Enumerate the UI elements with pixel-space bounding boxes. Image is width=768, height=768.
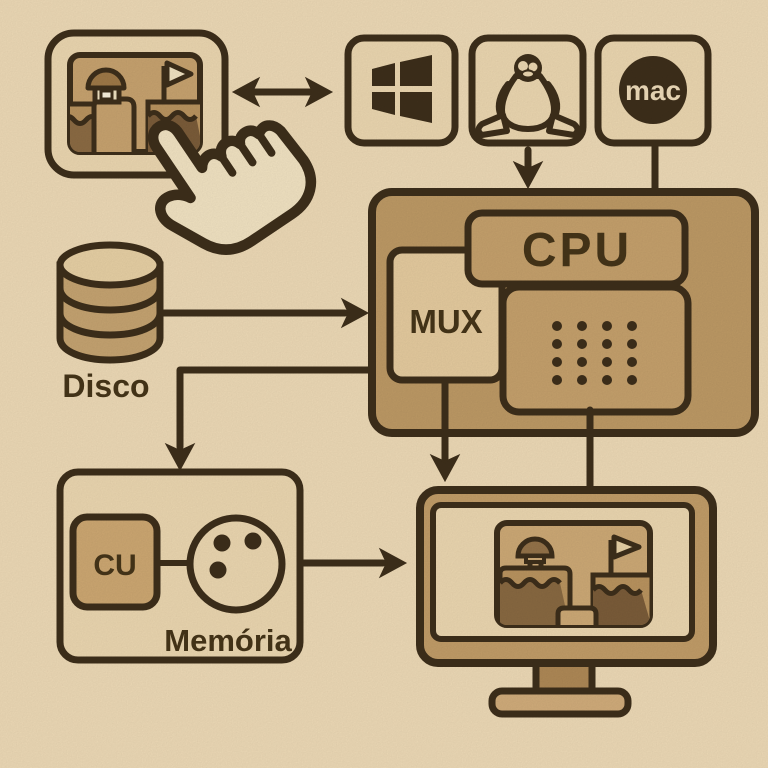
diagram-canvas: MUX CPU Disco: [0, 0, 768, 768]
grain-texture: [0, 0, 768, 768]
architecture-diagram: MUX CPU Disco: [0, 0, 768, 768]
